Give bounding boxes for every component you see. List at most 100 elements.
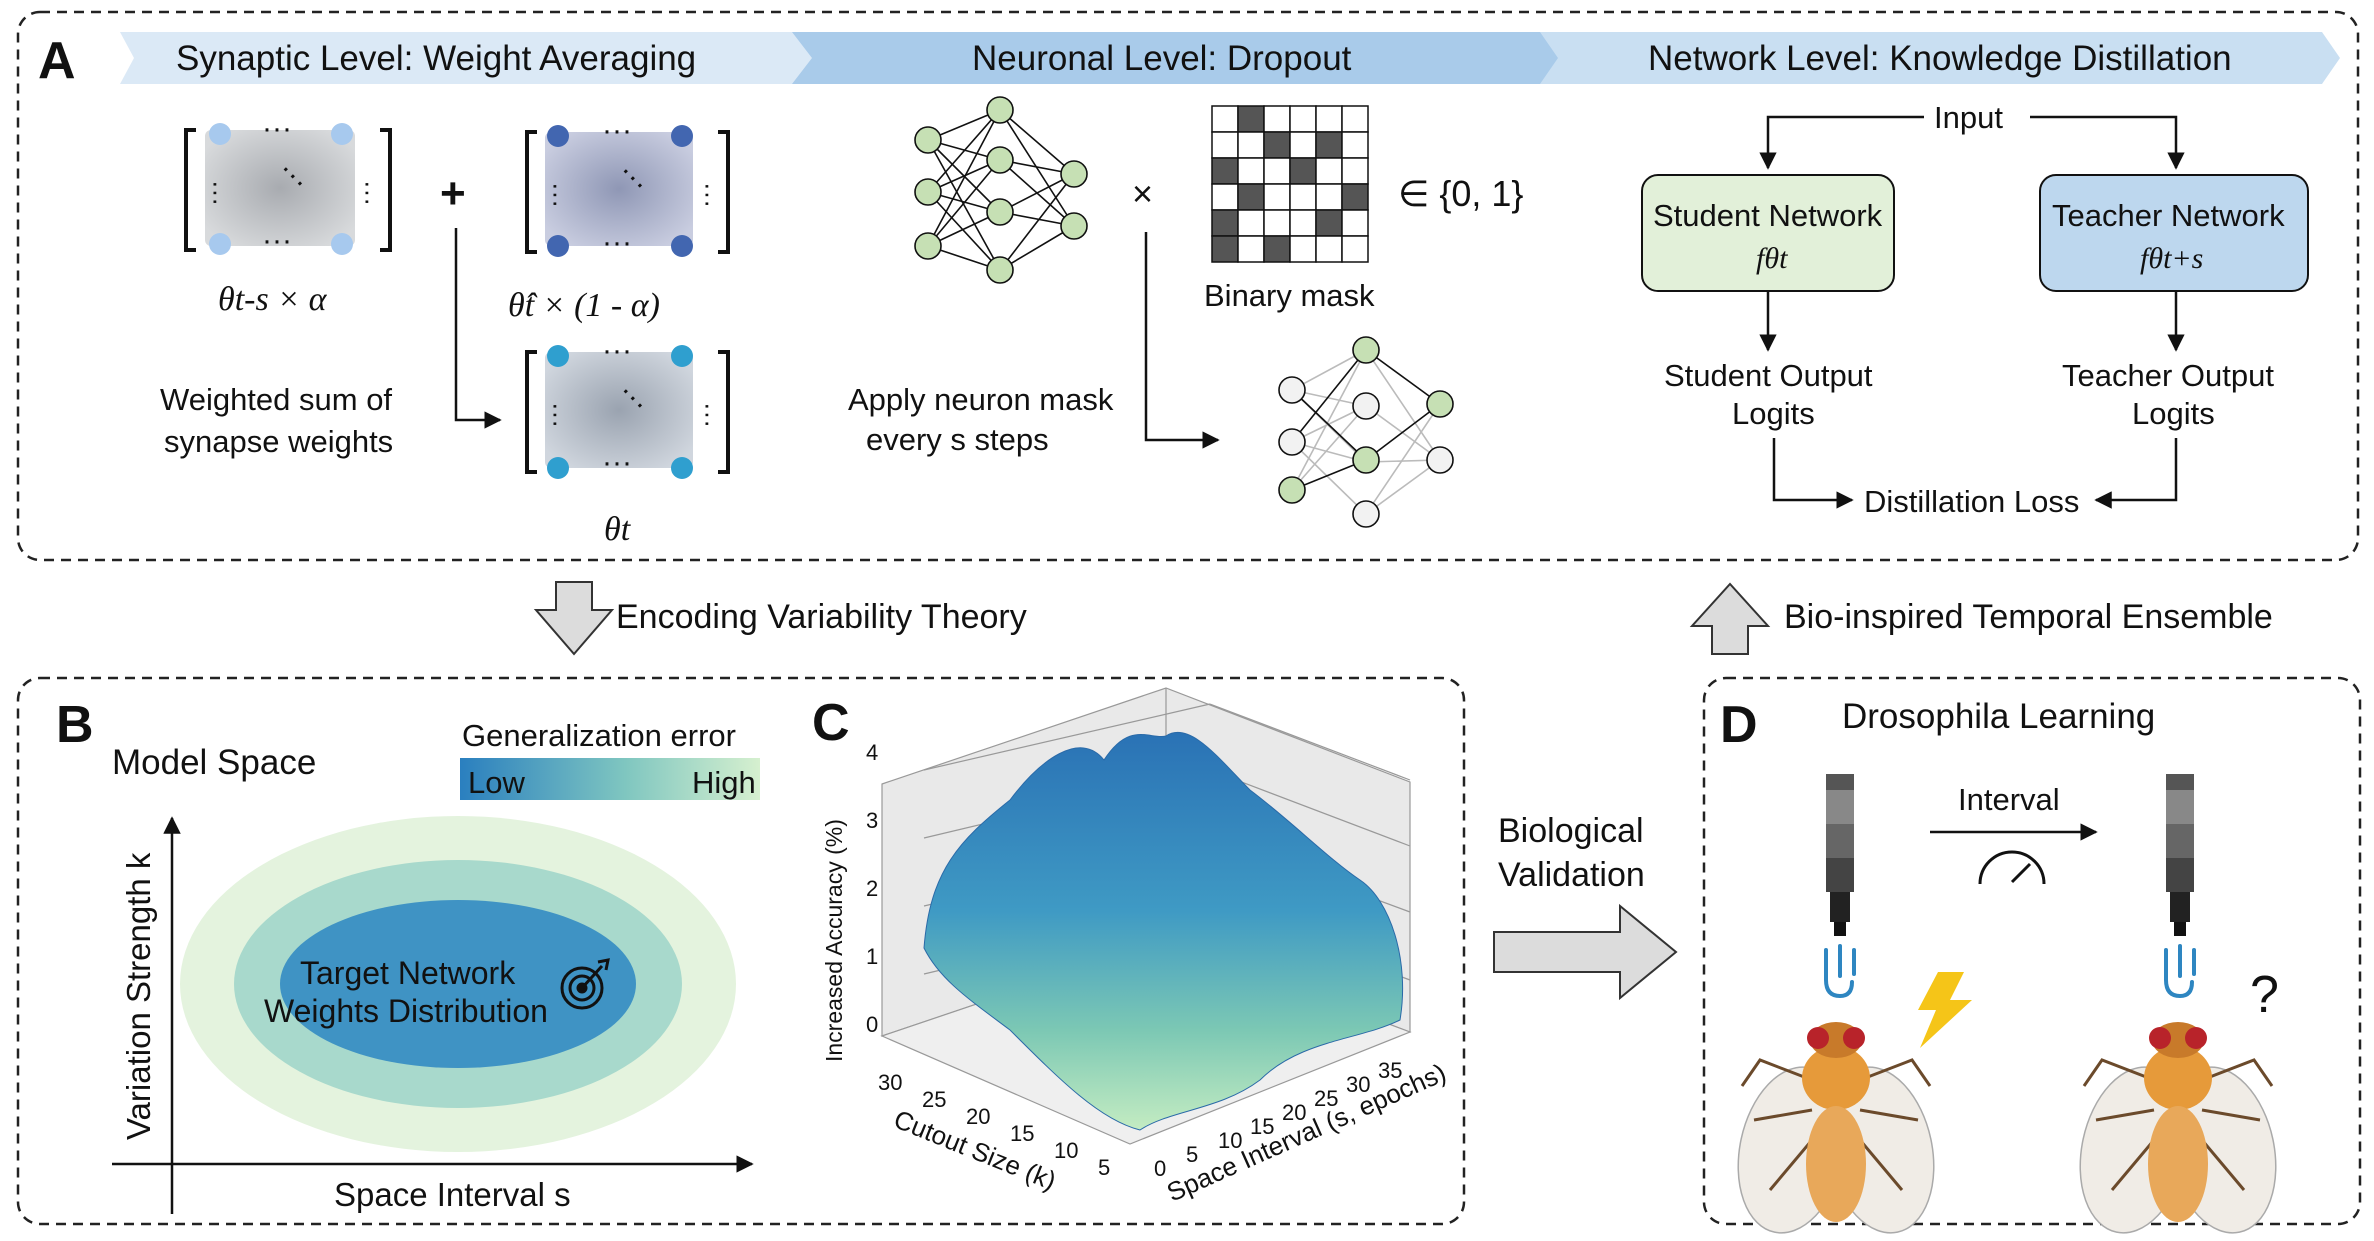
- full-network-nodes: [914, 96, 1088, 284]
- apply-mask-line1: Apply neuron mask: [848, 382, 1114, 417]
- mask-cell: [1263, 105, 1291, 133]
- colorbar-high: High: [692, 765, 756, 800]
- teacher-network-box: [2039, 174, 2309, 292]
- fly-left: [1737, 1022, 1935, 1234]
- teacher-output-line1: Teacher Output: [2062, 358, 2274, 393]
- input-label: Input: [1934, 100, 2003, 135]
- cutout-tick-label: 10: [1054, 1138, 1078, 1163]
- mask-cell: [1237, 131, 1265, 159]
- interval-label: Interval: [1958, 782, 2060, 817]
- z-tick-label: 3: [866, 808, 878, 833]
- panel-b-letter: B: [56, 696, 94, 754]
- cutout-tick-label: 30: [878, 1070, 902, 1095]
- teacher-output-line2: Logits: [2132, 396, 2215, 431]
- mask-cell: [1237, 209, 1265, 237]
- colorbar-low: Low: [468, 765, 525, 800]
- svg-text:···: ···: [202, 180, 232, 206]
- x-axis-label: Space Interval s: [334, 1176, 571, 1213]
- banner-network: [1540, 32, 2340, 84]
- svg-text:···: ···: [602, 334, 632, 367]
- mask-cell: [1289, 157, 1317, 185]
- target-line1: Target Network: [300, 955, 516, 991]
- space-tick-label: 0: [1154, 1156, 1166, 1181]
- target-icon: [560, 958, 610, 1010]
- mask-cell: [1211, 209, 1239, 237]
- svg-text:···: ···: [602, 226, 632, 259]
- student-output-line1: Student Output: [1664, 358, 1873, 393]
- matrix-theta-hat: ··· ··· ··· ··· ···: [525, 114, 730, 259]
- input-to-teacher-arrow: [2030, 115, 2185, 170]
- bio-inspired-label: Bio-inspired Temporal Ensemble: [1784, 598, 2273, 636]
- speedometer-icon: [1978, 850, 2046, 885]
- distillation-loss-label: Distillation Loss: [1864, 484, 2079, 519]
- mask-cell: [1289, 131, 1317, 159]
- svg-text:···: ···: [542, 402, 572, 428]
- mask-cell: [1315, 183, 1343, 211]
- theta-hat-label: θ̂t × (1 - α): [508, 287, 660, 324]
- banner-synaptic: [120, 32, 820, 84]
- weighted-sum-line1: Weighted sum of: [160, 382, 392, 417]
- theta-ts-label: θt-s × α: [218, 281, 328, 318]
- mask-cell: [1211, 183, 1239, 211]
- mask-cell: [1315, 105, 1343, 133]
- fly-right: [2079, 1022, 2277, 1234]
- z-axis-label: Increased Accuracy (%): [821, 819, 847, 1062]
- odor-icon-left: [1824, 944, 1856, 999]
- full-neural-network: [927, 109, 1075, 271]
- student-loss-arrow: [1772, 438, 1854, 509]
- z-tick-label: 1: [866, 944, 878, 969]
- mask-cell: [1237, 157, 1265, 185]
- svg-text:···: ···: [542, 182, 572, 208]
- bio-up-arrow: [1689, 582, 1771, 655]
- student-output-line2: Logits: [1732, 396, 1815, 431]
- mask-cell: [1289, 209, 1317, 237]
- matrix-theta-t: ··· ··· ··· ··· ···: [525, 334, 730, 479]
- student-fn-label: fθt: [1756, 242, 1788, 275]
- mask-cell: [1211, 131, 1239, 159]
- mask-cell: [1289, 105, 1317, 133]
- theta-t-label: θt: [604, 511, 632, 548]
- binary-mask-label: Binary mask: [1204, 278, 1375, 313]
- z-tick-label: 4: [866, 740, 878, 765]
- z-tick-label: 2: [866, 876, 878, 901]
- mask-cell: [1237, 183, 1265, 211]
- space-tick-label: 10: [1218, 1128, 1242, 1153]
- banner-network-label: Network Level: Knowledge Distillation: [1648, 39, 2232, 78]
- cutout-tick-label: 25: [922, 1087, 946, 1112]
- encoding-down-arrow: [533, 581, 615, 656]
- odor-tube-right: [2166, 774, 2194, 936]
- panel-d-letter: D: [1720, 696, 1758, 754]
- question-mark: ?: [2250, 966, 2279, 1024]
- mask-cell: [1237, 235, 1265, 263]
- generalization-error-label: Generalization error: [462, 718, 736, 753]
- sum-arrow: [454, 228, 502, 429]
- mask-cell: [1211, 105, 1239, 133]
- space-tick-label: 20: [1282, 1100, 1306, 1125]
- mask-cell: [1341, 131, 1369, 159]
- mask-cell: [1263, 235, 1291, 263]
- cutout-tick-label: 20: [966, 1104, 990, 1129]
- teacher-network-label: Teacher Network: [2052, 198, 2285, 233]
- panel-c-letter: C: [812, 694, 850, 752]
- svg-text:···: ···: [354, 180, 384, 206]
- apply-mask-line2: every s steps: [866, 422, 1049, 457]
- validation-right-arrow: [1493, 903, 1678, 1001]
- space-tick-label: 25: [1314, 1086, 1338, 1111]
- student-network-label: Student Network: [1653, 198, 1883, 233]
- mask-cell: [1263, 157, 1291, 185]
- cutout-tick-label: 15: [1010, 1121, 1034, 1146]
- space-tick-label: 35: [1378, 1058, 1402, 1083]
- encoding-variability-label: Encoding Variability Theory: [616, 598, 1027, 636]
- banner-neuronal: [792, 32, 1568, 84]
- banner-neuronal-label: Neuronal Level: Dropout: [972, 39, 1352, 78]
- panel-a-letter: A: [38, 32, 76, 90]
- svg-text:···: ···: [262, 224, 292, 257]
- binary-mask-grid: [1211, 105, 1369, 263]
- ellipse-inner: [280, 900, 636, 1068]
- mask-cell: [1211, 157, 1239, 185]
- mask-cell: [1263, 131, 1291, 159]
- mask-cell: [1341, 183, 1369, 211]
- mask-cell: [1341, 105, 1369, 133]
- weighted-sum-line2: synapse weights: [164, 424, 393, 459]
